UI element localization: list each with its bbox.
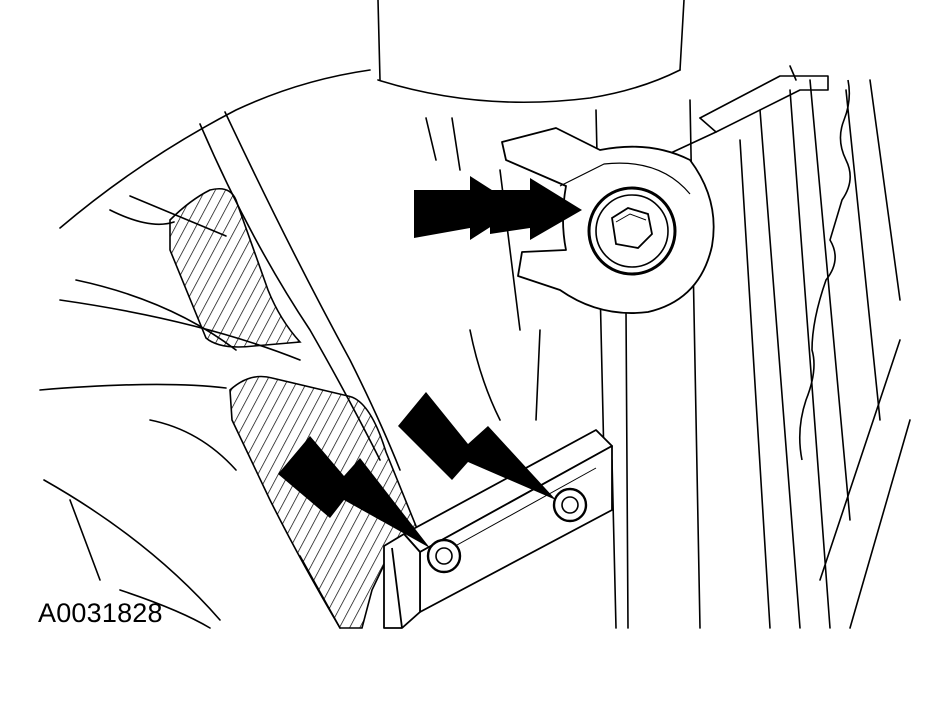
figure-id-label: A0031828 xyxy=(38,598,163,628)
upper-bolt xyxy=(587,186,677,276)
arrow-icon xyxy=(414,176,582,240)
arrow-icon xyxy=(398,392,556,500)
arrow-icon xyxy=(278,436,430,548)
seam-line xyxy=(798,79,851,461)
mounting-bracket xyxy=(383,429,613,629)
lower-left-screw xyxy=(426,538,462,574)
lower-right-screw xyxy=(552,487,588,523)
housing-outline xyxy=(39,0,911,629)
